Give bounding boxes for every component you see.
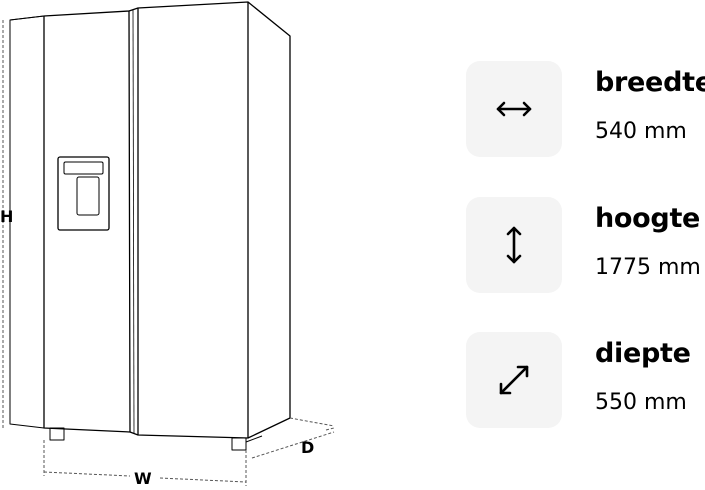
dispenser-panel — [63, 161, 104, 175]
left-foot — [49, 427, 65, 441]
depth-icon-box — [466, 332, 562, 428]
spec-depth: diepte 550 mm — [466, 332, 702, 428]
left-side-panel — [9, 15, 45, 429]
height-label: H — [0, 207, 13, 226]
right-door — [137, 1, 249, 439]
spec-height: hoogte 1775 mm — [466, 197, 702, 293]
left-door — [43, 10, 131, 433]
right-side-panel — [247, 1, 291, 439]
width-label: W — [134, 469, 152, 488]
horizontal-arrow-icon — [496, 101, 532, 117]
height-icon-box — [466, 197, 562, 293]
spec-height-value: 1775 mm — [595, 255, 701, 280]
spec-width: breedte 540 mm — [466, 61, 705, 157]
right-foot — [231, 437, 247, 451]
vertical-arrow-icon — [506, 226, 522, 264]
spec-width-label: breedte — [595, 67, 705, 98]
spec-depth-value: 550 mm — [595, 390, 687, 415]
depth-label: D — [301, 438, 314, 457]
water-dispenser — [57, 156, 110, 231]
fridge-drawing: H W D — [0, 1, 335, 488]
spec-width-value: 540 mm — [595, 119, 687, 144]
spec-depth-label: diepte — [595, 338, 691, 369]
dispenser-paddle — [76, 176, 100, 216]
spec-height-label: hoogte — [595, 203, 701, 234]
width-icon-box — [466, 61, 562, 157]
diagonal-arrow-icon — [499, 365, 529, 395]
